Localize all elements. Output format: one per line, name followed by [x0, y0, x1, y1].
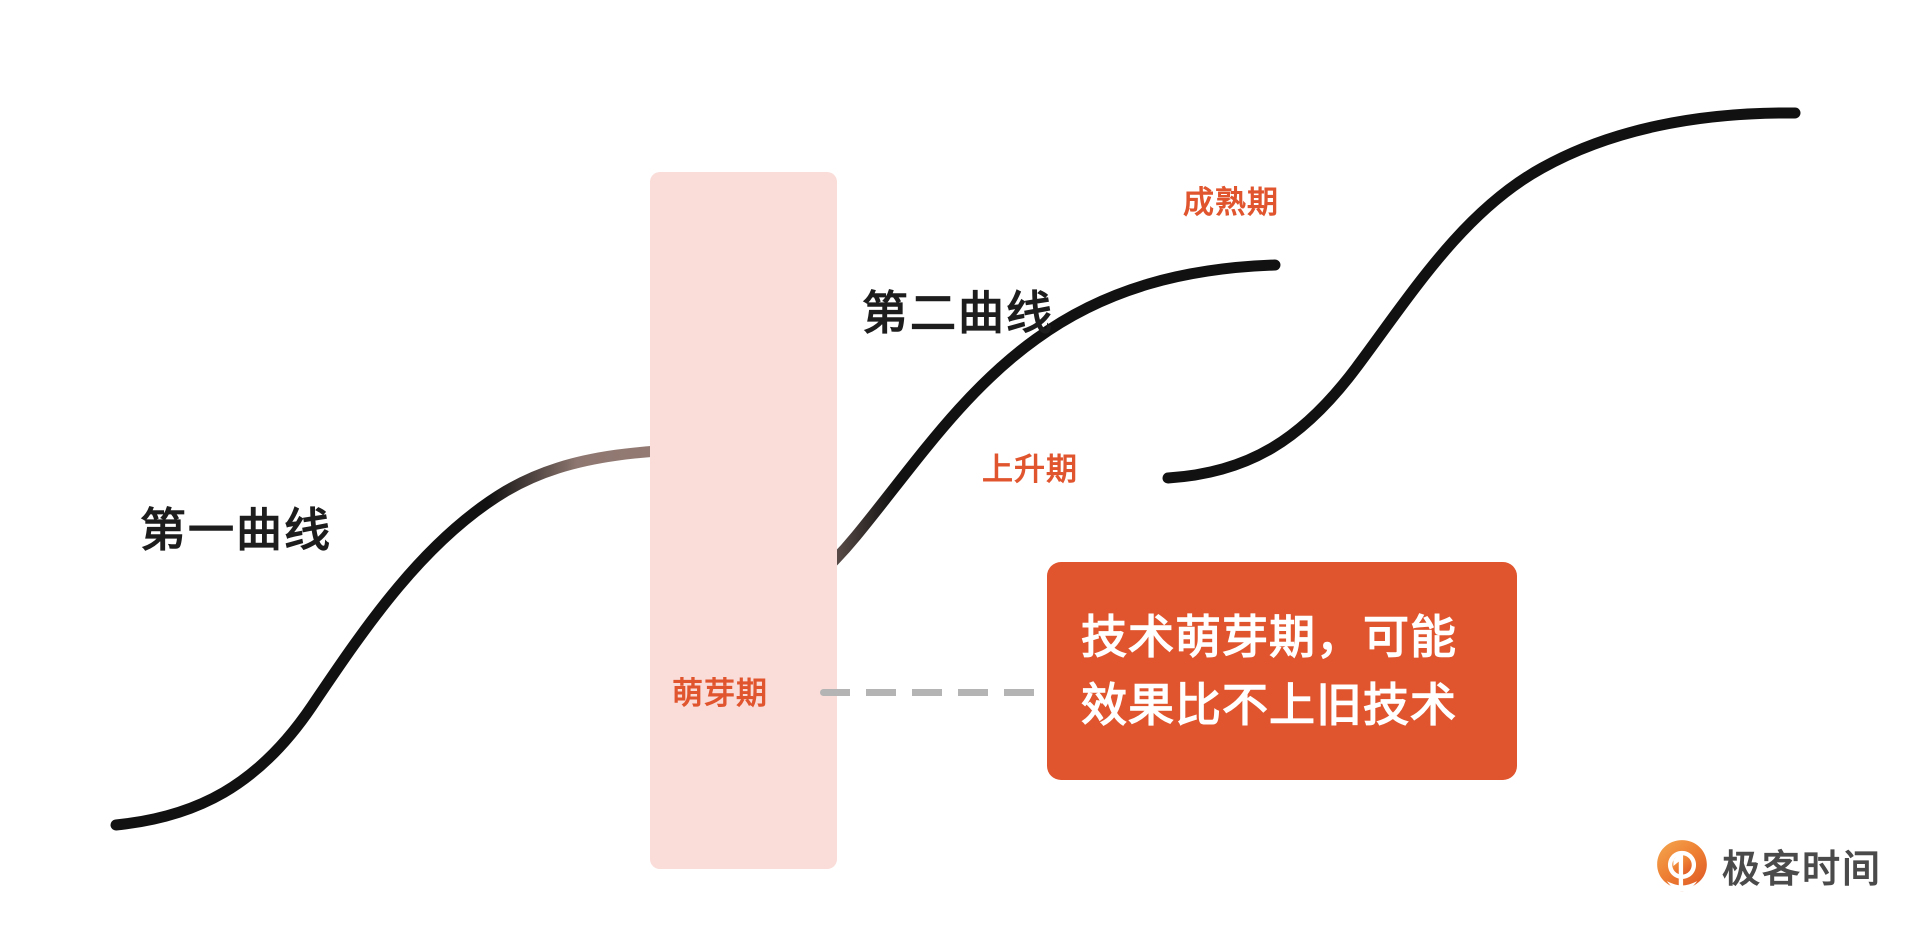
- third-curve-path: [1162, 107, 1801, 484]
- first-curve-path: [110, 442, 763, 831]
- germination-phase-label: 萌芽期: [672, 676, 768, 711]
- maturity-phase-label: 成熟期: [1183, 185, 1279, 220]
- rising-phase-label: 上升期: [982, 452, 1078, 487]
- first-curve-label: 第一曲线: [140, 504, 332, 556]
- brand-logo: 极客时间: [1655, 838, 1882, 893]
- callout-line-1: 技术萌芽期，可能: [1081, 611, 1457, 663]
- dashed-connector-line: [820, 689, 1048, 696]
- callout-box: 技术萌芽期，可能 效果比不上旧技术: [1047, 562, 1517, 780]
- second-curve-label: 第二曲线: [862, 287, 1054, 339]
- germination-phase-band: [650, 172, 837, 869]
- brand-name-text: 极客时间: [1722, 849, 1883, 891]
- callout-line-2: 效果比不上旧技术: [1081, 679, 1457, 731]
- geektime-mark-icon: [1657, 839, 1707, 891]
